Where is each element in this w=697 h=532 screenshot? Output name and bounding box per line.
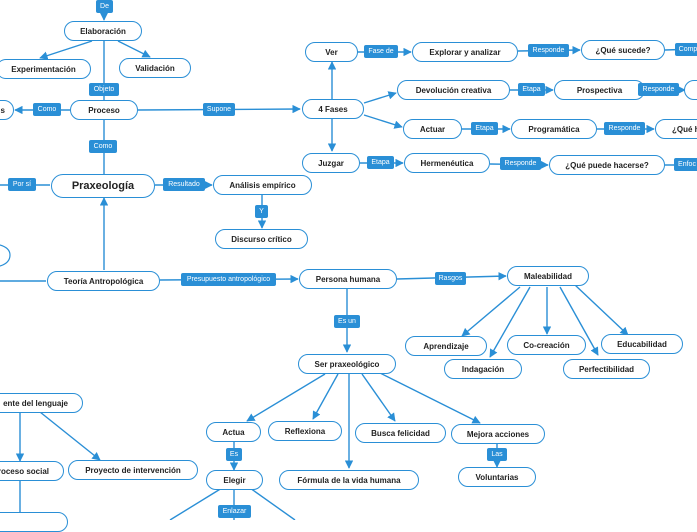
node-actua[interactable]: Actua bbox=[206, 422, 261, 442]
node-explorar[interactable]: Explorar y analizar bbox=[412, 42, 518, 62]
label-resultado: Resultado bbox=[163, 178, 205, 191]
label-de: De bbox=[96, 0, 113, 13]
label-supone: Supone bbox=[203, 103, 235, 116]
node-lenguaje[interactable]: ente del lenguaje bbox=[0, 393, 83, 413]
node-partial-right[interactable] bbox=[684, 80, 697, 100]
label-comp: Comp bbox=[675, 43, 697, 56]
node-ver[interactable]: Ver bbox=[305, 42, 358, 62]
node-maleabilidad[interactable]: Maleabilidad bbox=[507, 266, 589, 286]
label-las: Las bbox=[487, 448, 507, 461]
label-es: Es bbox=[226, 448, 242, 461]
node-programatica[interactable]: Programática bbox=[511, 119, 597, 139]
node-aprendizaje[interactable]: Aprendizaje bbox=[405, 336, 487, 356]
edge-mal-perf bbox=[559, 286, 599, 356]
label-responde-4: Responde bbox=[500, 157, 541, 170]
node-indagacion[interactable]: Indagación bbox=[444, 359, 522, 379]
label-fase-de: Fase de bbox=[364, 45, 398, 58]
node-proceso[interactable]: Proceso bbox=[70, 100, 138, 120]
node-voluntarias[interactable]: Voluntarias bbox=[458, 467, 536, 487]
label-es-un: Es un bbox=[334, 315, 360, 328]
edge-leng-proy bbox=[39, 411, 101, 461]
node-juzgar[interactable]: Juzgar bbox=[302, 153, 360, 173]
node-4-fases[interactable]: 4 Fases bbox=[302, 99, 364, 119]
label-por-si: Por sí bbox=[8, 178, 36, 191]
node-que-h[interactable]: ¿Qué h bbox=[655, 119, 697, 139]
node-actuar[interactable]: Actuar bbox=[403, 119, 462, 139]
label-etapa-3: Etapa bbox=[367, 156, 394, 169]
node-mejora-acciones[interactable]: Mejora acciones bbox=[451, 424, 545, 444]
label-enlazar: Enlazar bbox=[218, 505, 251, 518]
node-prospectiva[interactable]: Prospectiva bbox=[554, 80, 645, 100]
edge-mal-educ bbox=[574, 284, 629, 336]
label-rasgos: Rasgos bbox=[435, 272, 466, 285]
label-objeto: Objeto bbox=[89, 83, 119, 96]
edge-ser-actua bbox=[246, 373, 326, 422]
node-partial-s[interactable]: s bbox=[0, 100, 14, 120]
label-como-vertical: Como bbox=[89, 140, 117, 153]
node-proceso-social[interactable]: roceso social bbox=[0, 461, 64, 481]
label-responde-1: Responde bbox=[528, 44, 569, 57]
partial-node-left bbox=[0, 244, 11, 267]
node-experimentacion[interactable]: Experimentación bbox=[0, 59, 91, 79]
edge-elab-exp bbox=[39, 40, 93, 60]
edge-elegir-right bbox=[249, 487, 296, 520]
node-elegir[interactable]: Elegir bbox=[206, 470, 263, 490]
node-que-puede[interactable]: ¿Qué puede hacerse? bbox=[549, 155, 665, 175]
label-etapa-2: Etapa bbox=[471, 122, 498, 135]
node-perfectibilidad[interactable]: Perfectibilidad bbox=[563, 359, 650, 379]
node-partial-bottom[interactable] bbox=[0, 512, 68, 532]
edge-ser-reflex bbox=[312, 373, 339, 420]
edge-ser-busca bbox=[361, 373, 396, 422]
node-validacion[interactable]: Validación bbox=[119, 58, 191, 78]
node-elaboracion[interactable]: Elaboración bbox=[64, 21, 142, 41]
node-persona[interactable]: Persona humana bbox=[299, 269, 397, 289]
label-enfoc: Enfoc bbox=[674, 158, 697, 171]
label-responde-3: Responde bbox=[604, 122, 645, 135]
label-como-left: Como bbox=[33, 103, 61, 116]
node-hermeneutica[interactable]: Hermenéutica bbox=[404, 153, 490, 173]
node-proyecto[interactable]: Proyecto de intervención bbox=[68, 460, 198, 480]
node-praxeologia[interactable]: Praxeología bbox=[51, 174, 155, 198]
node-ser-praxeologico[interactable]: Ser praxeológico bbox=[298, 354, 396, 374]
edge-fases-actuar bbox=[363, 114, 403, 129]
edge-ser-mejora bbox=[377, 371, 481, 424]
node-devolucion[interactable]: Devolución creativa bbox=[397, 80, 510, 100]
node-discurso[interactable]: Discurso crítico bbox=[215, 229, 308, 249]
node-busca-felicidad[interactable]: Busca felicidad bbox=[355, 423, 446, 443]
label-responde-2: Responde bbox=[638, 83, 679, 96]
node-reflexiona[interactable]: Reflexiona bbox=[268, 421, 342, 441]
edge-mal-aprend bbox=[461, 286, 521, 337]
edge-fases-devol bbox=[363, 91, 397, 104]
node-cocreacion[interactable]: Co-creación bbox=[507, 335, 586, 355]
node-teoria[interactable]: Teoría Antropológica bbox=[47, 271, 160, 291]
label-etapa-1: Etapa bbox=[518, 83, 545, 96]
label-presupuesto: Presupuesto antropológico bbox=[181, 273, 276, 286]
edge-mal-indag bbox=[489, 286, 531, 358]
label-y: Y bbox=[255, 205, 268, 218]
node-formula[interactable]: Fórmula de la vida humana bbox=[279, 470, 419, 490]
edge-elab-val bbox=[117, 40, 151, 58]
node-que-sucede[interactable]: ¿Qué sucede? bbox=[581, 40, 665, 60]
edge-elegir-left bbox=[169, 487, 223, 520]
connector-layer bbox=[0, 12, 697, 520]
node-analisis[interactable]: Análisis empírico bbox=[213, 175, 312, 195]
node-educabilidad[interactable]: Educabilidad bbox=[601, 334, 683, 354]
